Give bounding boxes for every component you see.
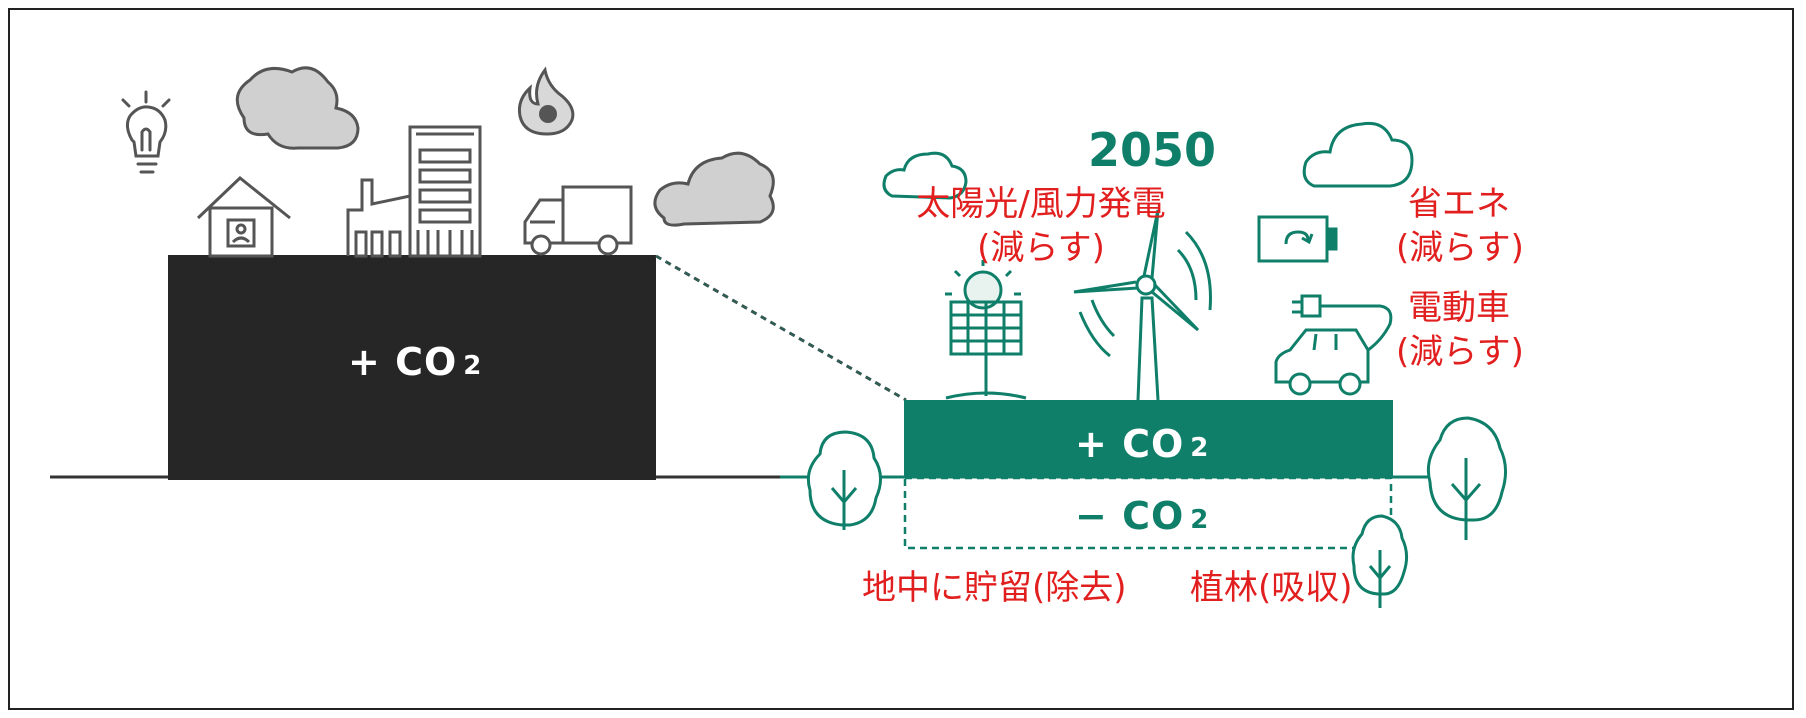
co2-subscript: 2: [1190, 505, 1210, 535]
afforestation-label: 植林(吸収): [1190, 568, 1353, 608]
co2-subscript: 2: [1190, 433, 1210, 463]
solar-wind-text: 太陽光/風力発電: [916, 184, 1166, 224]
truck-icon: [523, 185, 633, 256]
building-icon: [408, 125, 482, 258]
underground-storage-label: 地中に貯留(除去): [862, 568, 1127, 608]
battery-icon: [1257, 215, 1338, 263]
co2-text: CO: [395, 340, 458, 384]
minus-sign: −: [1075, 494, 1108, 538]
lightbulb-icon: [121, 90, 171, 174]
fire-icon: [518, 66, 575, 136]
co2-text: CO: [1122, 422, 1185, 466]
tree-icon: [806, 430, 882, 530]
future-emissions-block: [904, 400, 1393, 478]
ev-text: 電動車: [1408, 288, 1510, 328]
solar-wind-note: (減らす): [977, 228, 1105, 268]
cloud-icon: [653, 151, 775, 227]
energy-saving-note: (減らす): [1396, 228, 1524, 268]
cloud-icon: [882, 151, 968, 200]
cloud-icon: [1302, 121, 1414, 188]
ev-note: (減らす): [1396, 332, 1524, 372]
energy-saving-text: 省エネ: [1408, 184, 1510, 224]
target-year: 2050: [1088, 123, 1217, 177]
co2-subscript: 2: [463, 351, 483, 381]
electric-car-icon: [1274, 294, 1393, 396]
cloud-icon: [235, 66, 360, 150]
ev-label: 電動車 (減らす): [1396, 286, 1524, 374]
removal-box: [903, 476, 1393, 550]
current-emissions-block: [168, 255, 656, 480]
figure-frame: [8, 8, 1794, 710]
plus-sign: +: [348, 340, 381, 384]
house-icon: [196, 176, 291, 258]
co2-text: CO: [1122, 494, 1185, 538]
tree-icon: [1426, 416, 1507, 540]
solar-wind-label: 太陽光/風力発電 (減らす): [905, 182, 1177, 270]
factory-icon: [346, 178, 412, 258]
plus-sign: +: [1075, 422, 1108, 466]
tree-icon: [1351, 514, 1409, 608]
energy-saving-label: 省エネ (減らす): [1396, 182, 1524, 270]
wind-turbine-icon: [1073, 209, 1212, 401]
solar-panel-icon: [945, 260, 1027, 400]
